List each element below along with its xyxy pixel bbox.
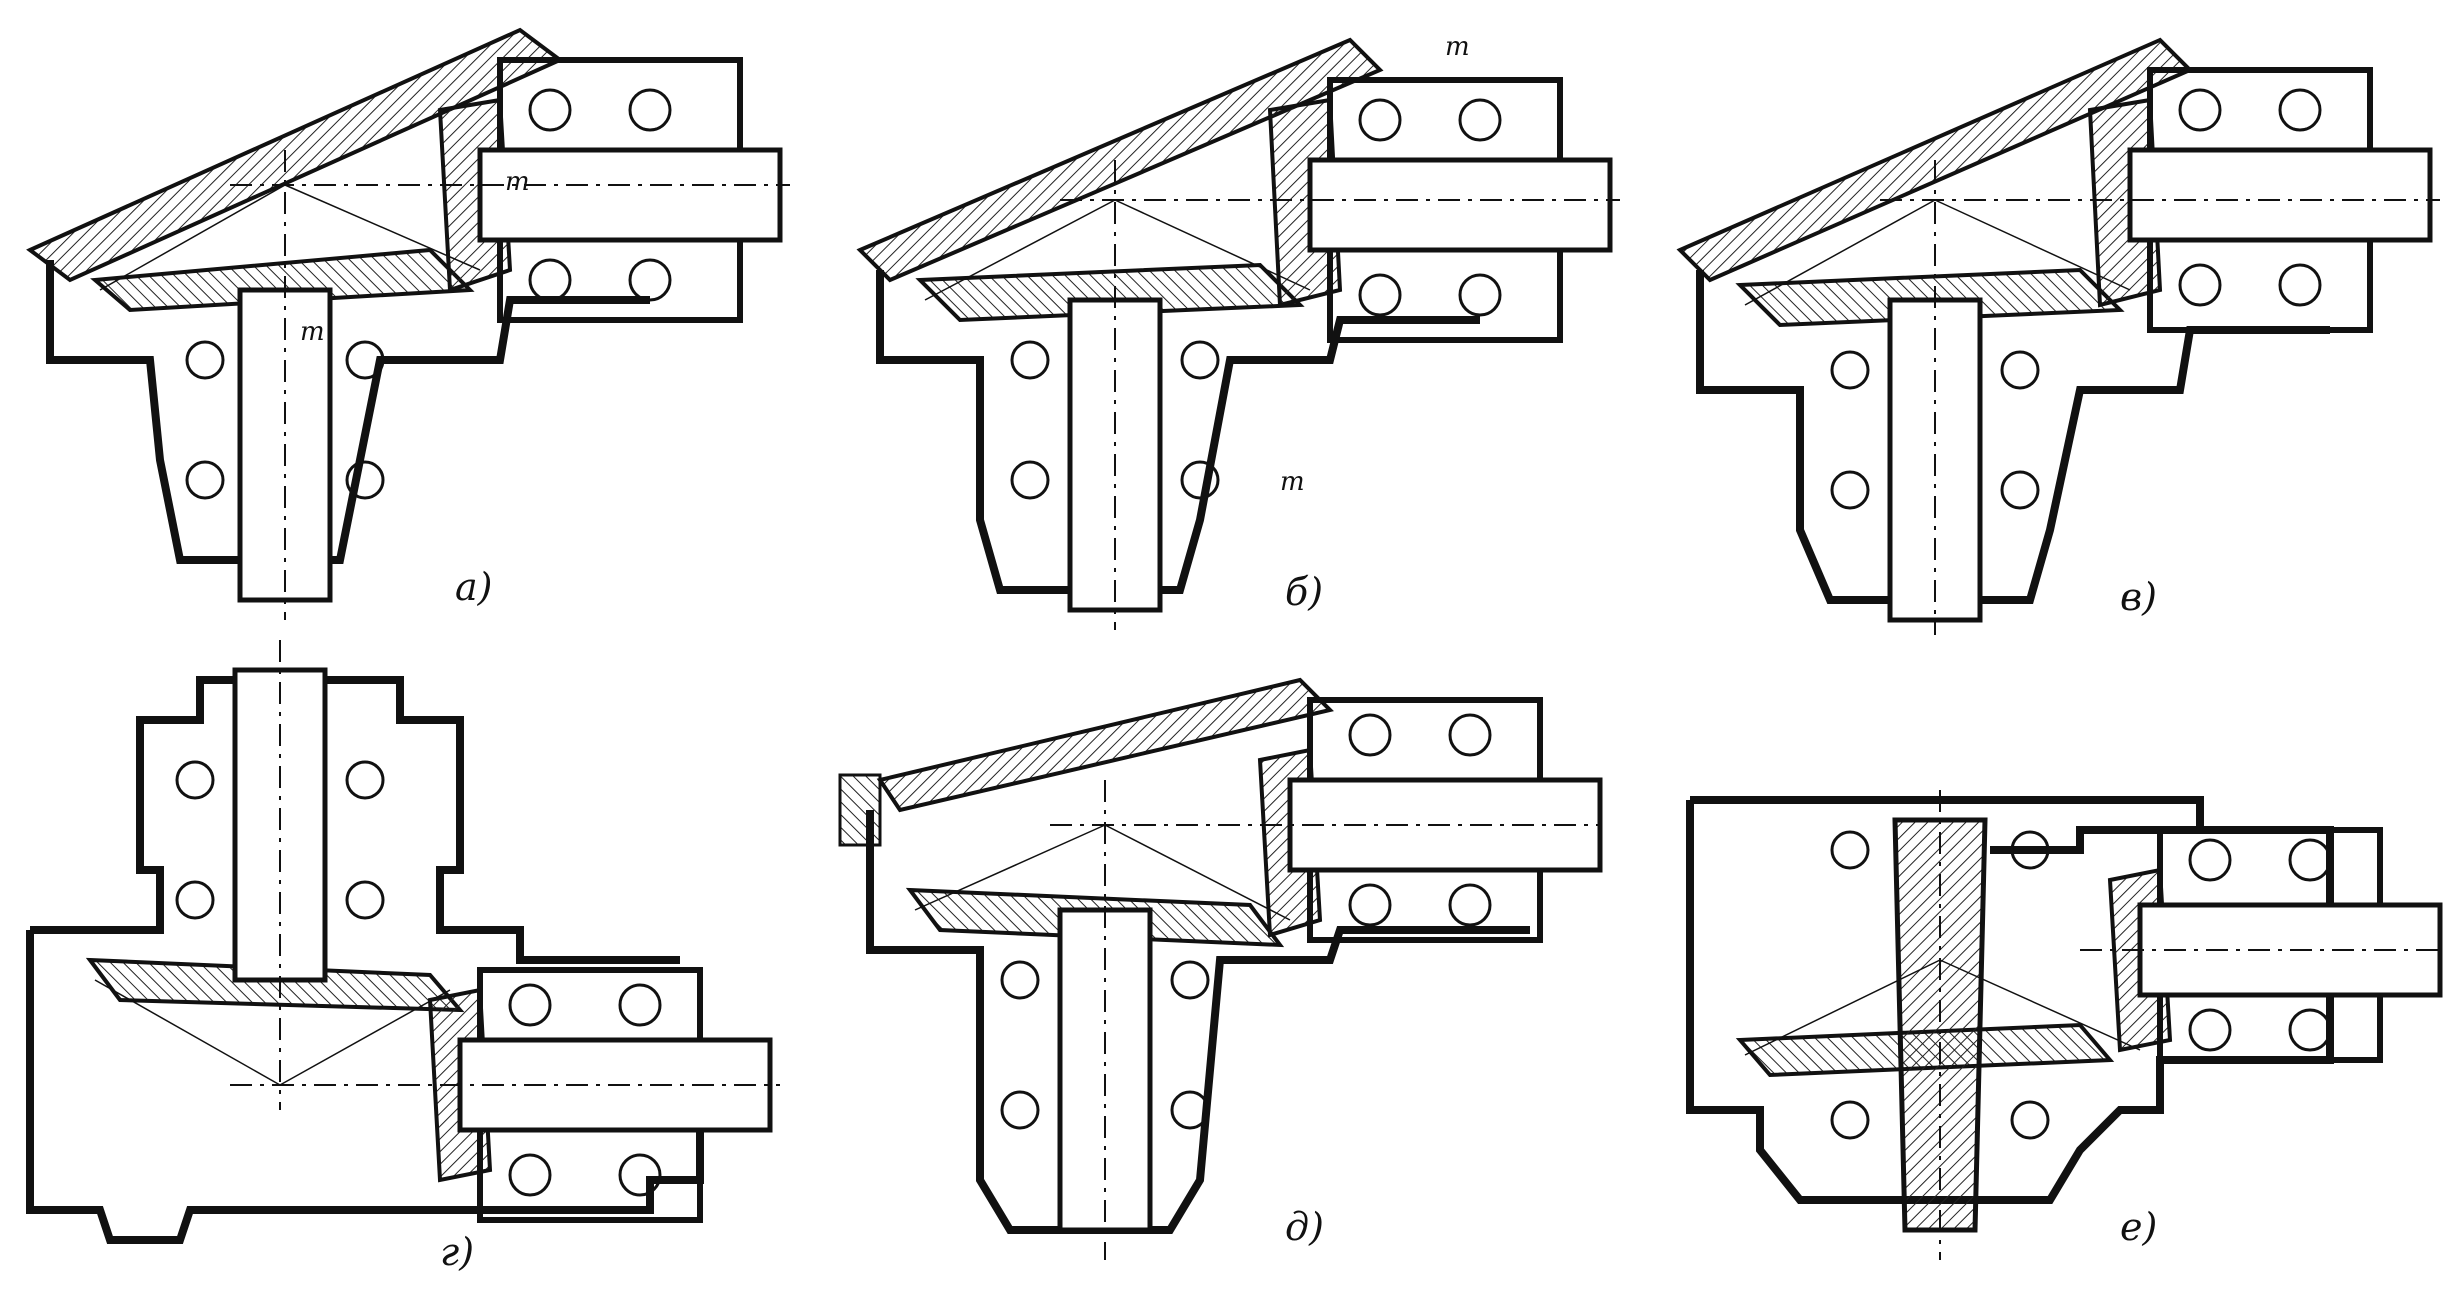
pitch-line — [914, 824, 1106, 911]
bearing-icon — [1010, 340, 1050, 380]
housing-outline — [1696, 270, 2330, 604]
bearing-icon — [1010, 460, 1050, 500]
panel-v: в) — [1676, 37, 2440, 635]
bearing-icon — [345, 460, 385, 500]
bearing-icon — [618, 983, 662, 1027]
bearing-icon — [2188, 838, 2232, 882]
bearing-icon — [1170, 960, 1210, 1000]
bevel-gear — [90, 247, 475, 313]
bearing-icon — [175, 760, 215, 800]
bevel-gear — [915, 262, 1305, 323]
bearing-icon — [1170, 1090, 1210, 1130]
housing-outline — [46, 260, 650, 564]
bearing-icon — [528, 88, 572, 132]
mark-m: m — [505, 167, 530, 197]
bearing-icon — [2288, 1008, 2332, 1052]
bearing-icon — [345, 760, 385, 800]
pitch-line — [279, 989, 451, 1086]
horizontal-shaft — [477, 147, 783, 243]
housing-outline — [876, 270, 1480, 594]
housing-cover — [876, 677, 1334, 813]
panel-caption-g: г) — [440, 1230, 474, 1274]
bearing-icon — [2278, 88, 2322, 132]
pitch-line — [1104, 824, 1291, 921]
pitch-line — [284, 184, 481, 271]
bearing-icon — [1448, 713, 1492, 757]
panel-caption-a: а) — [455, 565, 492, 609]
bearing-icon — [2010, 1100, 2050, 1140]
mark-m: m — [300, 317, 325, 347]
bearing-icon — [1458, 273, 1502, 317]
pinion-gear — [1267, 97, 1343, 308]
panel-caption-b: б) — [1285, 570, 1323, 614]
bearing-icon — [1000, 960, 1040, 1000]
panel-caption-v: в) — [2120, 575, 2157, 619]
bearing-icon — [1448, 883, 1492, 927]
bearing-icon — [2278, 263, 2322, 307]
mark-m: m — [1280, 467, 1305, 497]
bearing-icon — [1830, 350, 1870, 390]
bearing-icon — [528, 258, 572, 302]
housing-outline — [26, 930, 704, 1244]
pitch-line — [1744, 959, 1941, 1056]
bearing-icon — [2288, 838, 2332, 882]
bearing-icon — [185, 340, 225, 380]
housing-top — [30, 676, 680, 964]
pitch-line — [1114, 199, 1311, 291]
bearing-icon — [1830, 470, 1870, 510]
pitch-line — [924, 199, 1116, 301]
bearing-icon — [345, 880, 385, 920]
bearing-icon — [1000, 1090, 1040, 1130]
bearing-icon — [345, 340, 385, 380]
housing-outline — [1686, 800, 2334, 1204]
bearing-icon — [1458, 98, 1502, 142]
bearing-icon — [2010, 830, 2050, 870]
bearing-icon — [508, 1153, 552, 1197]
bearing-icon — [2178, 88, 2222, 132]
pitch-line — [99, 184, 286, 291]
mark-m: m — [1445, 32, 1470, 62]
panel-b: m m б) — [856, 32, 1620, 630]
bearing-icon — [1358, 98, 1402, 142]
bearing-icon — [185, 460, 225, 500]
bearing-icon — [1830, 1100, 1870, 1140]
bearing-icon — [2000, 470, 2040, 510]
panel-a: m m а) — [26, 27, 790, 620]
bearing-icon — [508, 983, 552, 1027]
panel-d: д) — [838, 677, 1603, 1260]
bearing-icon — [1348, 883, 1392, 927]
panel-g: г) — [26, 640, 780, 1274]
bearing-icon — [1830, 830, 1870, 870]
housing-outline — [866, 810, 1530, 1234]
bearing-icon — [175, 880, 215, 920]
bearing-icon — [2188, 1008, 2232, 1052]
bearing-icon — [628, 258, 672, 302]
bearing-icon — [1358, 273, 1402, 317]
bearing-icon — [618, 1153, 662, 1197]
bearing-icon — [1348, 713, 1392, 757]
pitch-line — [1744, 199, 1936, 306]
bearing-icon — [2000, 350, 2040, 390]
bearing-icon — [628, 88, 672, 132]
horizontal-shaft — [2127, 147, 2433, 243]
bearing-icon — [1180, 460, 1220, 500]
bearing-icon — [2178, 263, 2222, 307]
housing-top — [1690, 796, 2204, 854]
panel-caption-d: д) — [1285, 1205, 1324, 1249]
pitch-line — [94, 979, 281, 1086]
vertical-shaft — [1892, 817, 1988, 1233]
panel-e: е) — [1686, 790, 2445, 1260]
panel-caption-e: е) — [2120, 1205, 2157, 1249]
bearing-icon — [1180, 340, 1220, 380]
pitch-line — [1939, 959, 2141, 1051]
pitch-line — [1934, 199, 2131, 291]
horizontal-shaft — [1307, 157, 1613, 253]
